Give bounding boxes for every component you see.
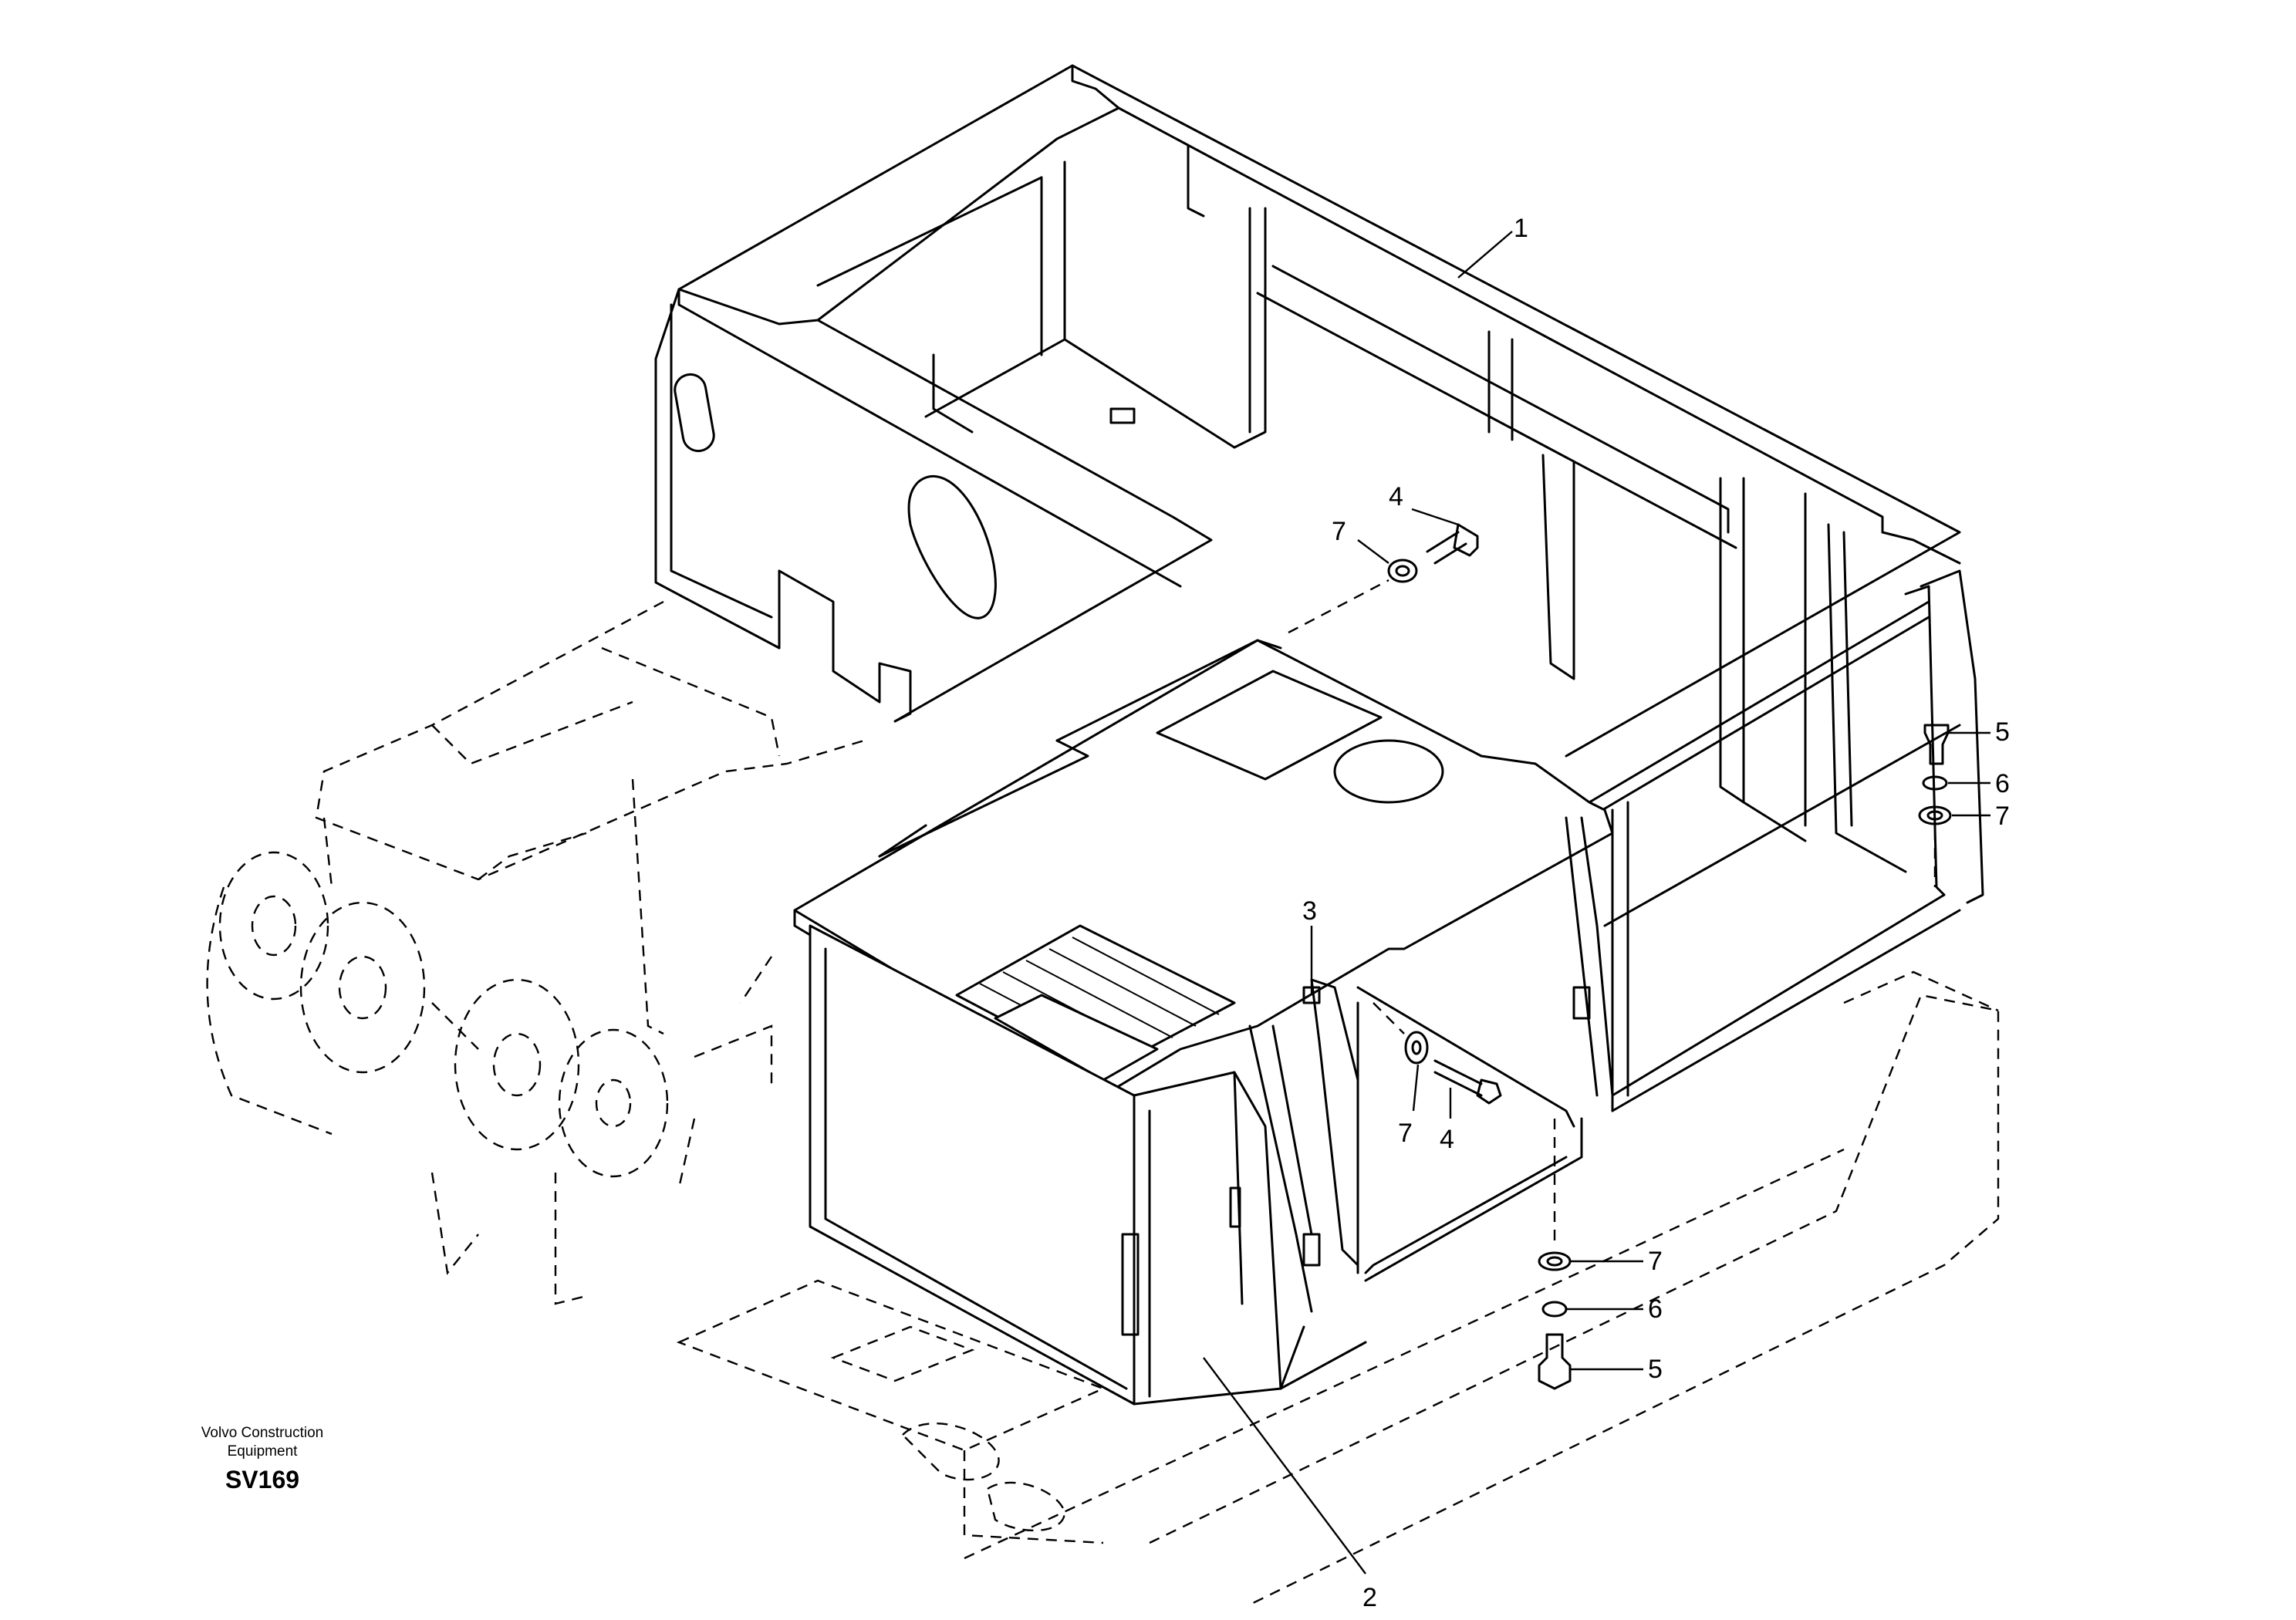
callout-5-right: 5 — [1995, 717, 2010, 747]
callout-6-right: 6 — [1995, 769, 2010, 798]
callout-7-middle: 7 — [1398, 1119, 1413, 1148]
callouts: 1 2 3 4 4 5 5 6 6 7 7 7 7 — [1302, 214, 2010, 1612]
callout-4-lower: 4 — [1440, 1125, 1454, 1154]
drawing-code: SV169 — [225, 1466, 300, 1493]
brand-line-1: Volvo Construction — [201, 1425, 324, 1441]
brand-caption: Volvo Construction Equipment — [170, 1424, 355, 1461]
callout-4-upper: 4 — [1389, 482, 1403, 511]
callout-7-lower: 7 — [1648, 1247, 1663, 1276]
callout-5-lower: 5 — [1648, 1355, 1663, 1384]
cabinet — [793, 639, 1614, 1406]
brand-line-2: Equipment — [227, 1443, 298, 1460]
main-frame — [654, 64, 1984, 1112]
ghost-boom-pivot — [206, 600, 865, 1305]
callout-3: 3 — [1302, 896, 1317, 926]
callout-7-right: 7 — [1995, 802, 2010, 831]
fasteners — [1288, 523, 1952, 1390]
callout-2: 2 — [1362, 1583, 1377, 1612]
callout-6-lower: 6 — [1648, 1294, 1663, 1324]
ghost-lower-frame — [676, 970, 2000, 1606]
callout-7-upper: 7 — [1332, 517, 1346, 546]
callout-1: 1 — [1514, 214, 1528, 243]
leader-lines — [1203, 231, 1990, 1574]
